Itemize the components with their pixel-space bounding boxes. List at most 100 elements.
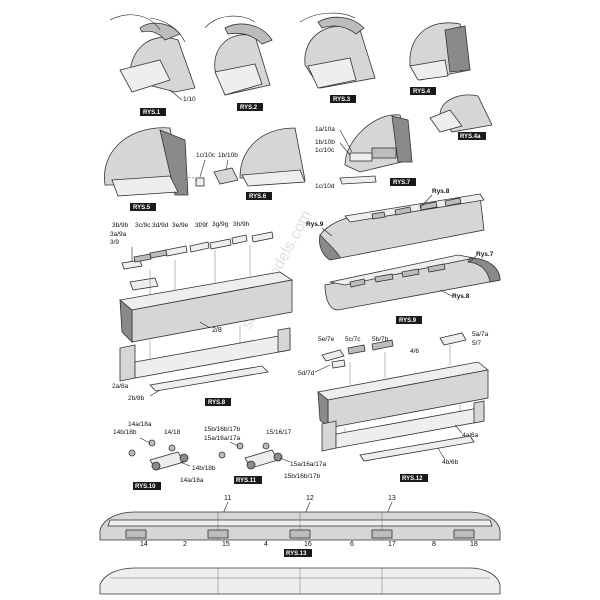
base-plate [149,365,269,392]
bogie [125,529,147,539]
tray-end [473,400,485,424]
roof-detail [321,349,345,362]
caption-box [458,132,486,140]
wheel [273,452,283,462]
caption-box [390,178,416,186]
roof-detail [209,238,232,250]
roof-detail [331,359,346,369]
leader-line [339,142,351,156]
arrow-line [109,14,161,31]
part-label: 15a/16a/17a [204,435,241,442]
caption-box [140,108,166,116]
nose-panel [119,59,171,93]
part-label: 16 [304,541,312,548]
caption-box [246,192,272,200]
car-body-upper [319,195,485,259]
wheel [128,449,136,457]
part-label: 1c/10d [315,183,335,190]
side-panel-end [119,299,133,343]
roof-detail [349,278,366,288]
caption-box [234,476,262,484]
part-label: 3g/9g [212,221,229,228]
part-label: 5a/7a [472,331,489,338]
caption-box [133,482,161,490]
figure-rys6: 1c/10c 1b/10b RYS.6 [184,127,306,200]
figure-rys5: RYS.5 [104,127,189,211]
part-label: 3f/9f [195,222,208,229]
roof-detail [427,263,446,273]
part-label: 5/7 [472,340,481,347]
leader-line [469,255,477,263]
part-label: 1c/10c [315,147,335,154]
wheel [262,442,270,450]
roof-detail [439,332,467,346]
cab-side [391,115,413,163]
small-part [213,167,239,185]
part-label: 4 [264,541,268,548]
nose-panel [214,63,263,96]
part-label: 1b/10b [315,139,335,146]
roof-detail [133,253,152,263]
small-part [371,147,397,159]
part-label: 14/18 [164,429,181,436]
figure-caption: RYS.1 [143,110,161,116]
leader-line [279,457,291,463]
nose-strip [224,23,273,45]
nose-panel [307,57,357,89]
bogie [207,529,229,539]
wheel [151,461,161,471]
figure-rys9: Rys.8 Rys.9 Rys.7 Rys.8 RYS.9 [306,188,501,324]
cab-shell [239,127,306,181]
figure-caption: RYS.12 [402,476,423,482]
caption-box [396,316,422,324]
roof-detail [121,259,143,270]
car-nose-lower [467,257,501,283]
caption-box [410,87,436,95]
roof-detail [129,277,159,291]
guide-line [184,177,199,183]
part-label: 2b/8b [128,395,145,402]
part-label: 8 [432,541,436,548]
leader-line [169,89,183,101]
cab-shell [104,127,181,186]
wheel [246,460,256,470]
figure-rys3: RYS.3 [299,12,376,103]
roof-detail [394,206,412,216]
part-label: 2 [183,541,187,548]
arrow-line [149,17,186,43]
small-part [195,177,205,187]
part-label: 3a/9a [110,231,127,238]
part-label: 1a/10a [315,126,335,133]
figure-caption: RYS.13 [286,551,307,557]
figure-caption: RYS.9 [399,318,417,324]
figure-caption: RYS.6 [249,194,267,200]
leader-line [321,227,333,237]
wheel [218,451,226,459]
leader-line [454,424,463,434]
wheel [179,453,189,463]
part-label: 14a/18a [180,477,204,484]
part-label: 15/16/17 [266,429,292,436]
figure-rys2: RYS.2 [204,15,273,111]
leader-line [139,437,151,444]
part-label: 15b/16b/17b [284,473,321,480]
part-label: 15a/16a/17a [290,461,327,468]
part-label: 15 [222,541,230,548]
arrow-line [204,15,256,29]
figure-rys11: 15b/16b/17b 15a/16a/17a 15/16/17 15a/16a… [204,426,327,484]
leader-line [149,389,161,397]
leader-line [229,441,239,447]
part-label: 14 [140,541,148,548]
part-label: 14a/18a [128,421,152,428]
figure-caption: RYS.4 [413,89,431,95]
leader-line [437,447,446,461]
small-part [339,175,377,185]
cab-floor [241,169,306,187]
figure-caption: RYS.10 [135,484,156,490]
roof-detail [251,231,274,243]
part-label: 1b/10b [218,152,238,159]
part-label: 3d/9d [152,222,169,229]
figure-rys8: 3b/9b 3c/9c 3d/9d 3e/9e 3f/9f 3g/9g 3h/9… [110,221,294,406]
leader-line [179,461,191,467]
